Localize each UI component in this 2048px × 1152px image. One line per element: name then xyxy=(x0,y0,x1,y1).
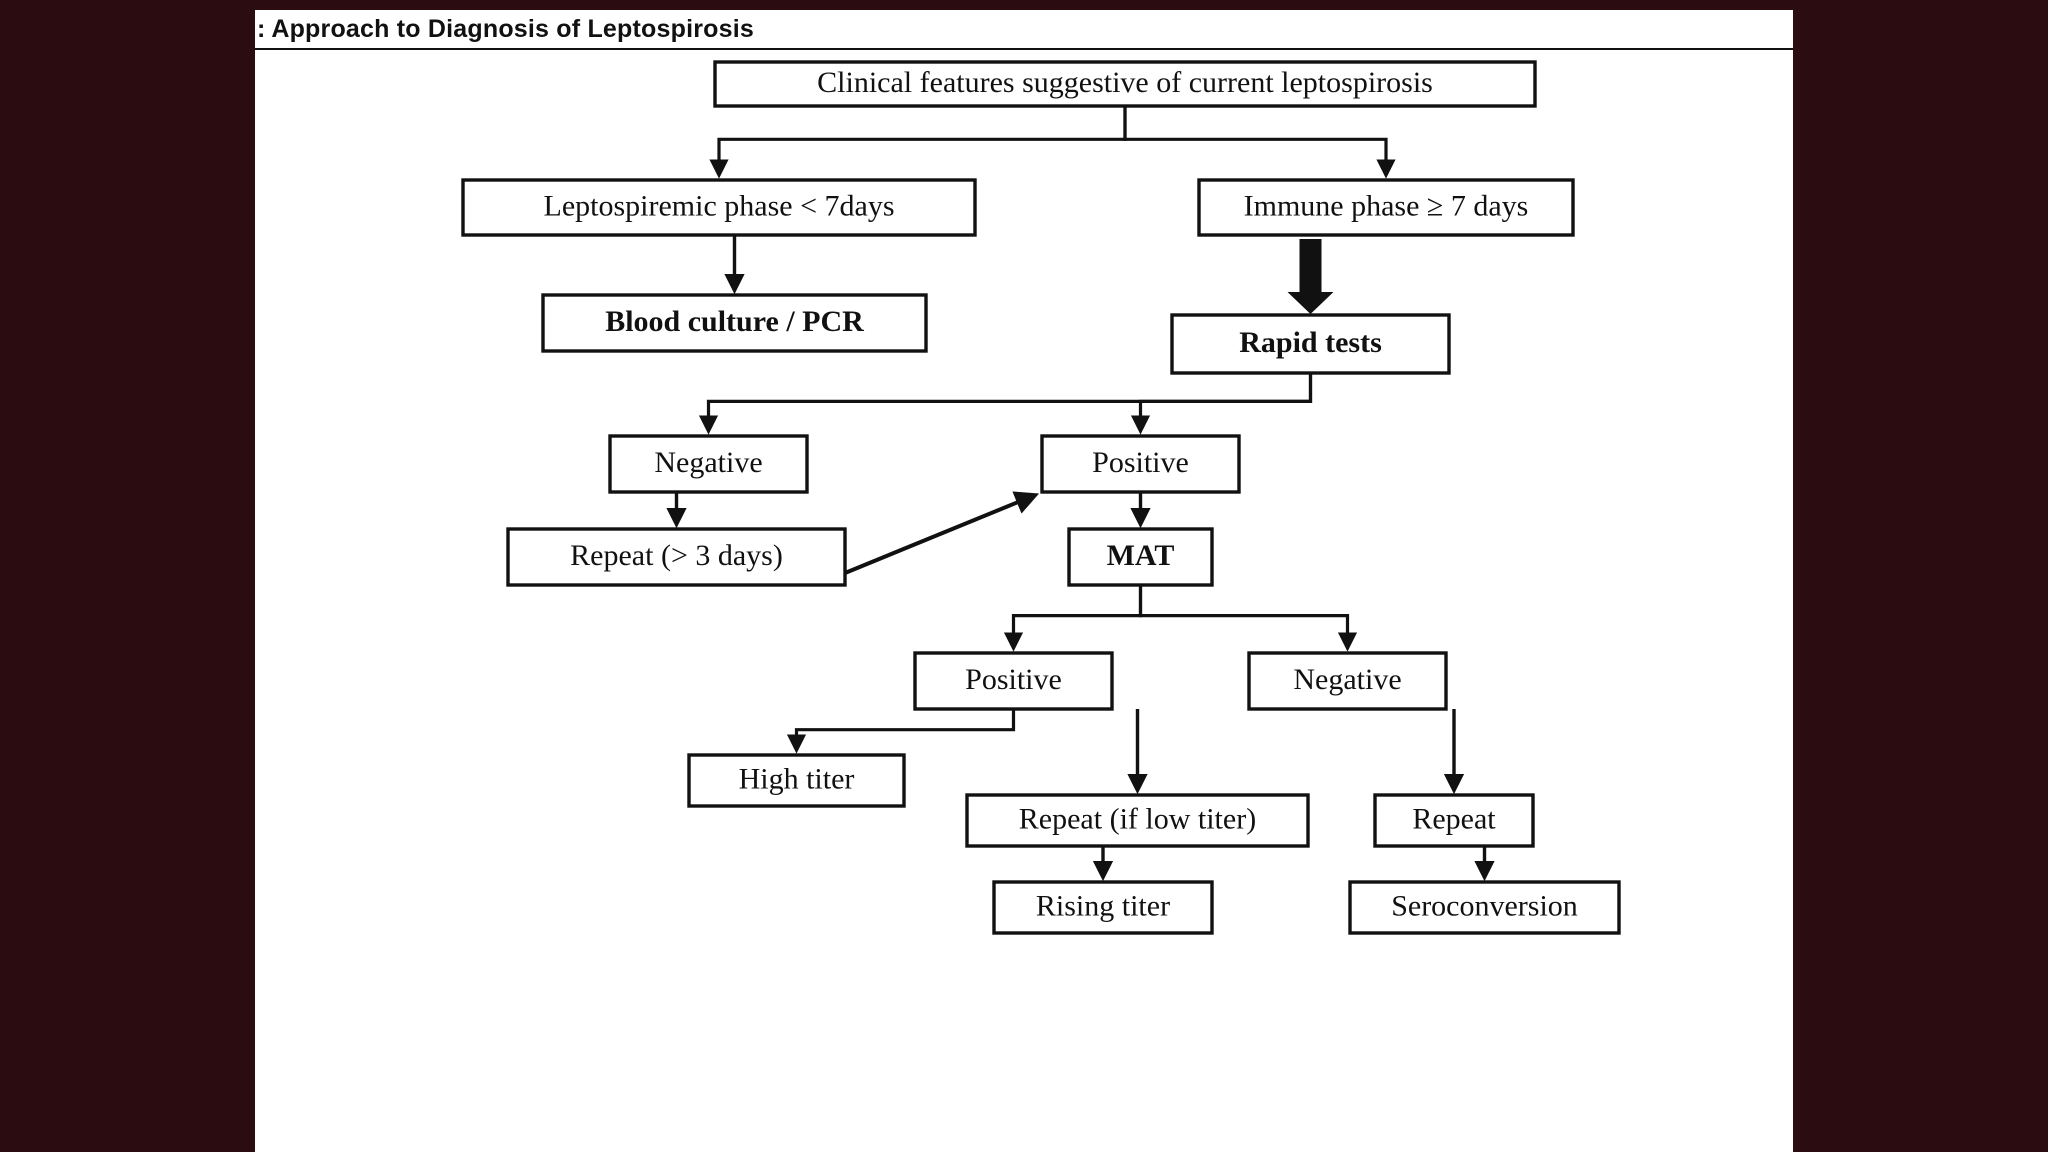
flowchart-edges xyxy=(666,106,1495,882)
flow-node-bloodculture: Blood culture / PCR xyxy=(541,293,928,353)
flowchart-nodes: Clinical features suggestive of current … xyxy=(461,60,1621,935)
flow-node-immunephase: Immune phase ≥ 7 days xyxy=(1197,178,1575,237)
slide-title-bar: : Approach to Diagnosis of Leptospirosis xyxy=(255,10,1793,50)
flow-node-label: Negative xyxy=(1293,663,1401,696)
flow-node-repeat3days: Repeat (> 3 days) xyxy=(506,527,847,587)
title-prefix: : xyxy=(257,14,266,43)
flow-edge xyxy=(1003,585,1143,652)
flow-node-label: Repeat (if low titer) xyxy=(1019,802,1256,835)
flow-node-label: MAT xyxy=(1107,539,1175,572)
flow-node-mat_positive: Positive xyxy=(913,651,1114,711)
flow-node-hightiter: High titer xyxy=(687,753,906,808)
flow-node-label: Repeat xyxy=(1412,802,1496,835)
flow-edge xyxy=(698,373,1313,435)
flow-node-label: Leptospiremic phase < 7days xyxy=(544,189,895,222)
flow-node-label: Rising titer xyxy=(1036,889,1170,922)
flowchart-svg: Clinical features suggestive of current … xyxy=(461,60,1621,935)
flow-node-label: Blood culture / PCR xyxy=(605,305,864,338)
flow-node-mat: MAT xyxy=(1067,527,1214,587)
slide-panel: : Approach to Diagnosis of Leptospirosis… xyxy=(255,10,1793,1152)
flow-node-label: High titer xyxy=(739,762,855,795)
flow-edge xyxy=(1138,585,1358,652)
flowchart-canvas: Clinical features suggestive of current … xyxy=(255,52,1793,1152)
flow-edge xyxy=(786,709,1016,754)
flow-node-rt_positive: Positive xyxy=(1040,434,1241,494)
flow-edge xyxy=(709,106,1127,179)
flow-node-clinical: Clinical features suggestive of current … xyxy=(713,60,1537,108)
flow-node-repeatlow: Repeat (if low titer) xyxy=(965,793,1310,848)
flow-node-leptophase: Leptospiremic phase < 7days xyxy=(461,178,977,237)
flow-node-label: Immune phase ≥ 7 days xyxy=(1244,189,1529,222)
flow-node-risingtiter: Rising titer xyxy=(992,880,1214,935)
flow-edge xyxy=(1130,373,1313,435)
page-title: Approach to Diagnosis of Leptospirosis xyxy=(271,14,754,43)
flow-node-mat_negative: Negative xyxy=(1247,651,1448,711)
flow-node-label: Positive xyxy=(1092,446,1189,479)
flow-node-seroconv: Seroconversion xyxy=(1348,880,1621,935)
flow-node-label: Positive xyxy=(965,663,1062,696)
flow-node-repeat: Repeat xyxy=(1373,793,1535,848)
flow-edge-block-arrow xyxy=(1287,239,1334,314)
flow-node-label: Clinical features suggestive of current … xyxy=(817,66,1433,99)
flow-node-label: Seroconversion xyxy=(1391,889,1578,922)
flow-node-rapidtests: Rapid tests xyxy=(1170,313,1451,375)
flow-node-label: Rapid tests xyxy=(1239,326,1382,359)
flow-node-rt_negative: Negative xyxy=(608,434,809,494)
flow-edge xyxy=(844,491,1040,575)
flow-edge xyxy=(1123,106,1396,179)
flow-node-label: Repeat (> 3 days) xyxy=(570,539,783,572)
flow-node-label: Negative xyxy=(654,446,762,479)
